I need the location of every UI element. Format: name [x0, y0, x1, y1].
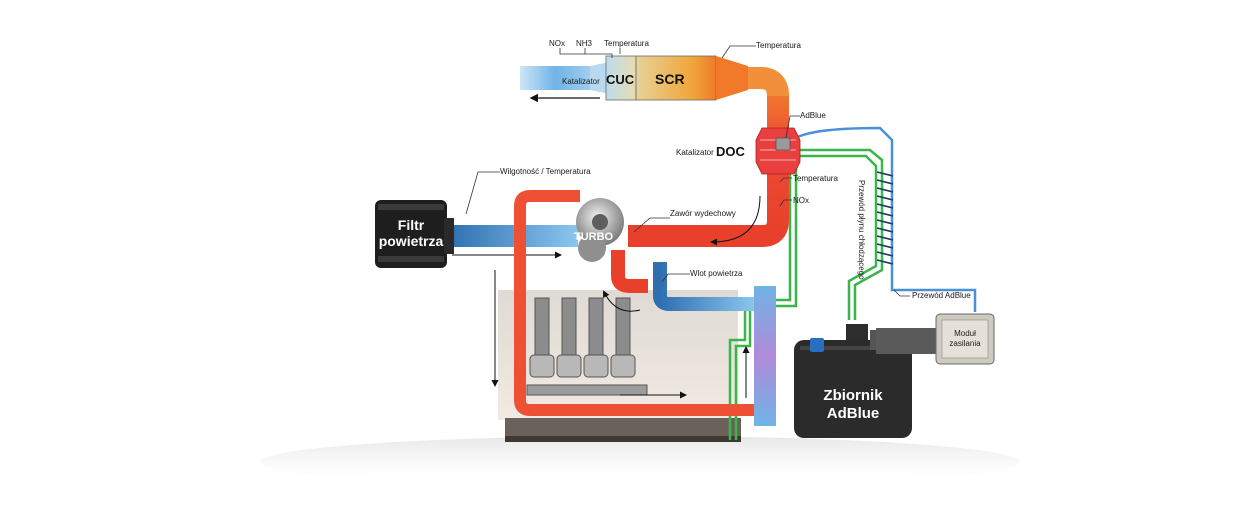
- floor-shadow: [260, 436, 1020, 488]
- leader-lines: [465, 45, 910, 297]
- label-nh3: NH3: [576, 39, 593, 48]
- label-scr: SCR: [655, 71, 685, 87]
- cuc-catalyst: [605, 55, 637, 101]
- label-turbo: TURBO: [574, 231, 614, 243]
- air-intake-pipe: [448, 225, 578, 259]
- label-nox-mid: NOx: [793, 196, 809, 205]
- label-przewod-adblue: Przewód AdBlue: [912, 291, 971, 300]
- label-modul-2: zasilania: [949, 339, 981, 348]
- label-cuc: CUC: [606, 72, 635, 87]
- label-zawor: Zawór wydechowy: [670, 209, 736, 218]
- label-temp-mid: Temperatura: [793, 174, 838, 183]
- labels: NOx NH3 Temperatura Temperatura Kataliza…: [379, 39, 981, 422]
- label-zbiornik-2: AdBlue: [827, 405, 880, 422]
- label-wilgotnosc: Wilgotność / Temperatura: [500, 167, 591, 176]
- engine-block: [498, 290, 741, 442]
- label-temp-top-left: Temperatura: [604, 39, 649, 48]
- label-temp-top-right: Temperatura: [756, 41, 801, 50]
- label-modul-1: Moduł: [954, 329, 976, 338]
- coolant-coil: [876, 171, 894, 265]
- label-nox-top: NOx: [549, 39, 565, 48]
- coolant-riser: [754, 286, 776, 426]
- turbocharger: [576, 198, 624, 262]
- label-filtr-2: powietrza: [379, 233, 444, 249]
- intake-manifold: [653, 262, 755, 311]
- adblue-injector-icon: [775, 137, 791, 151]
- scr-cone: [716, 56, 748, 100]
- exhaust-flow-arrow: [710, 195, 761, 246]
- engine-pistons: [526, 297, 648, 396]
- label-doc: DOC: [716, 144, 746, 159]
- intercooler-loop: [514, 190, 760, 416]
- label-filtr-1: Filtr: [398, 217, 425, 233]
- label-adblue-inlet: AdBlue: [800, 111, 826, 120]
- label-zbiornik-1: Zbiornik: [823, 387, 883, 404]
- label-przewod-chlodzacy: Przewód płynu chłodzącego: [857, 180, 866, 280]
- label-katalizator-doc: Katalizator: [676, 148, 714, 157]
- supply-module: [876, 313, 995, 365]
- doc-catalyst: [755, 127, 801, 175]
- air-filter: [375, 200, 454, 268]
- label-katalizator-cuc: Katalizator: [562, 77, 600, 86]
- turbo-down-pipe: [611, 250, 648, 293]
- label-wlot: Wlot powietrza: [690, 269, 743, 278]
